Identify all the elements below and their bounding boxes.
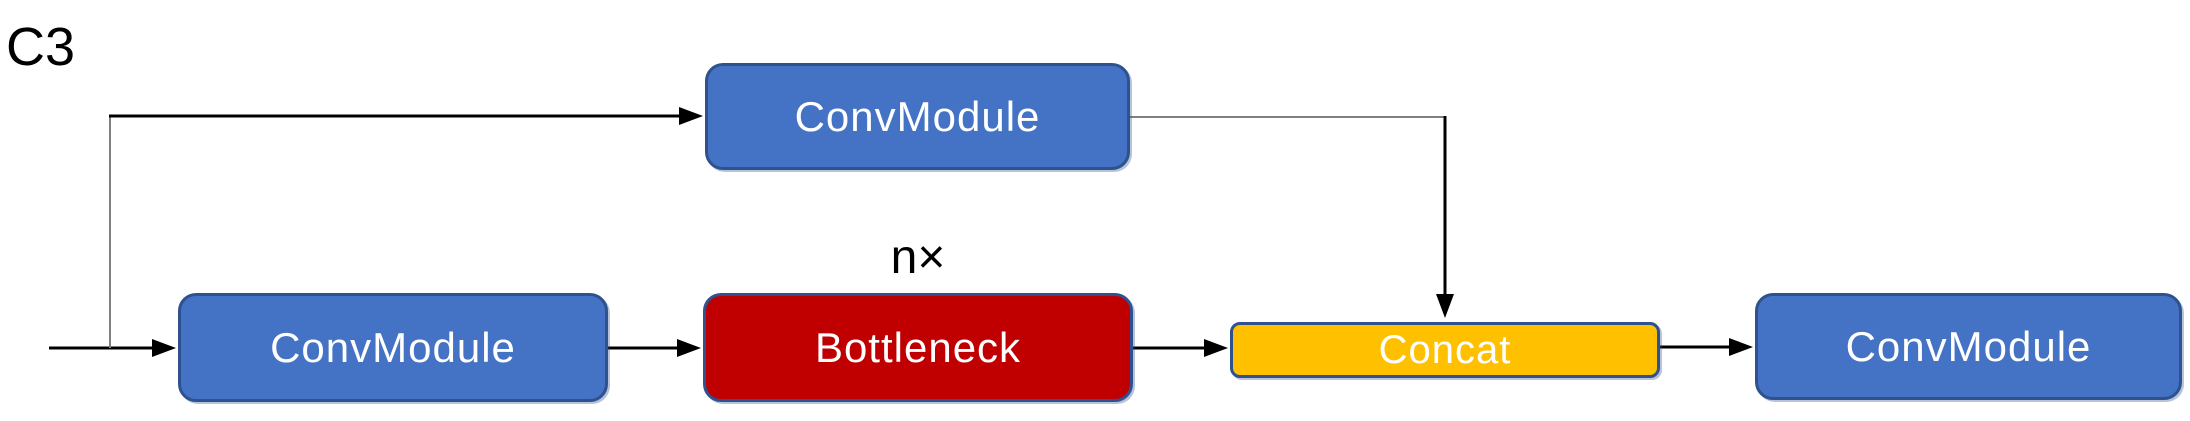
input-arrowhead-icon — [152, 339, 176, 357]
node-label: ConvModule — [270, 323, 516, 371]
top-conv-arrowhead-icon — [679, 107, 703, 125]
node-conv-module-right: ConvModule — [1755, 293, 2182, 400]
node-bottleneck: Bottleneck — [703, 293, 1133, 402]
bottleneck-arrowhead-icon — [677, 339, 701, 357]
node-concat: Concat — [1230, 322, 1660, 378]
bottleneck-repeat-label: n× — [890, 231, 946, 284]
node-label: ConvModule — [1845, 322, 2092, 370]
diagram-title: C3 — [6, 17, 76, 77]
right-conv-arrowhead-icon — [1729, 338, 1753, 356]
node-conv-module-bottom-left: ConvModule — [178, 293, 608, 402]
node-conv-module-top: ConvModule — [705, 63, 1130, 170]
node-label: ConvModule — [794, 92, 1041, 140]
concat-left-arrowhead-icon — [1204, 339, 1228, 357]
concat-top-arrowhead-icon — [1436, 294, 1454, 318]
node-label: Bottleneck — [814, 323, 1022, 371]
node-label: Concat — [1378, 327, 1512, 372]
